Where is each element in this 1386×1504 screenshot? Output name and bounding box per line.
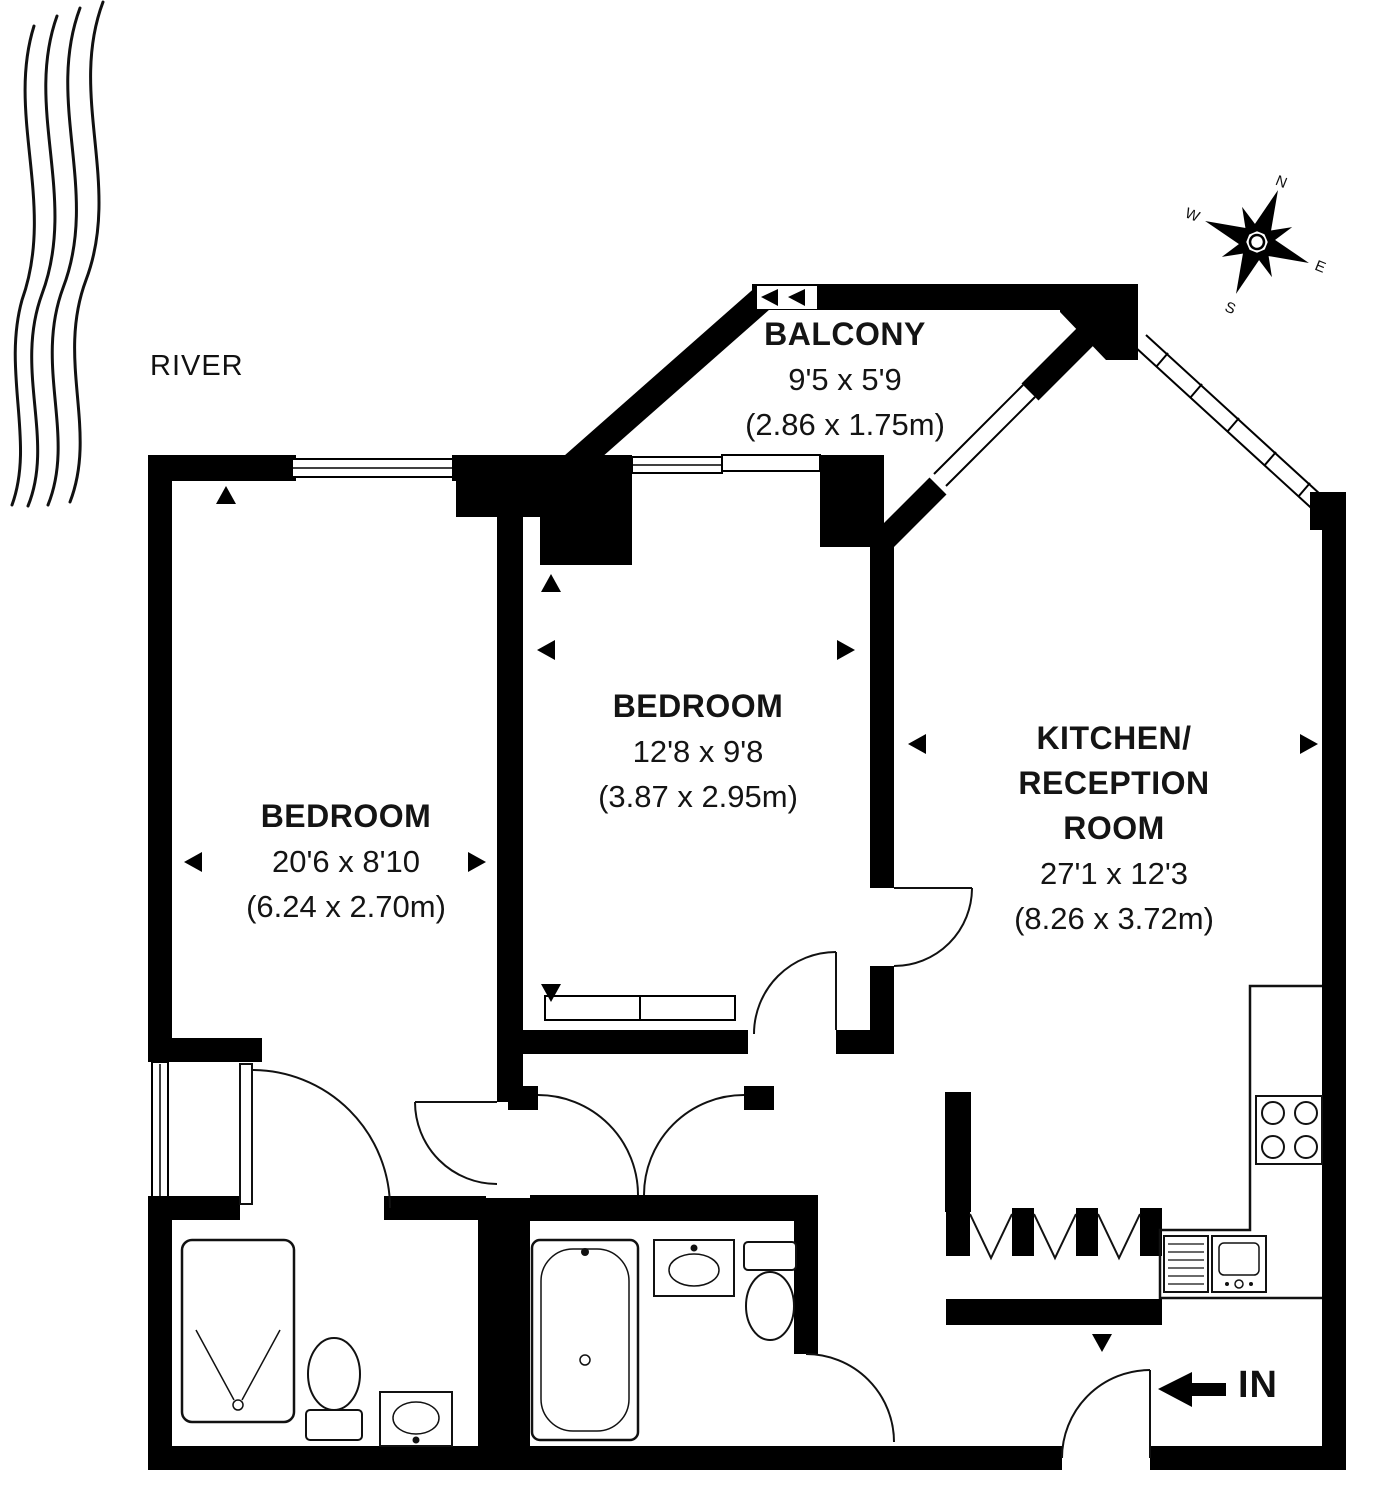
- room-name: BEDROOM: [260, 798, 432, 834]
- toilet-icon: [743, 1241, 797, 1271]
- compass-east-label: E: [1312, 257, 1328, 277]
- room-name: BALCONY: [764, 316, 926, 352]
- stove-icon: [1255, 1095, 1323, 1165]
- walls: [148, 284, 1346, 1472]
- river-label: RIVER: [150, 350, 244, 382]
- bathtub-icon: [530, 1238, 640, 1442]
- compass-rose-icon: N E S W: [1183, 172, 1329, 319]
- river-waves-icon: [10, 0, 105, 508]
- room-dims-imperial: 20'6 x 8'10: [271, 844, 420, 879]
- shower-icon: [180, 1238, 296, 1424]
- room-dims-metric: (8.26 x 3.72m): [1014, 901, 1214, 936]
- room-dims-imperial: 12'8 x 9'8: [632, 734, 764, 769]
- entrance-label: IN: [1238, 1364, 1278, 1406]
- doors: [239, 887, 1151, 1459]
- room-name-line2: RECEPTION ROOM: [1018, 765, 1210, 846]
- room-dims-metric: (3.87 x 2.95m): [598, 779, 798, 814]
- appliance-icon: [1163, 1235, 1209, 1293]
- room-dims-imperial: 9'5 x 5'9: [788, 362, 902, 397]
- room-dims-imperial: 27'1 x 12'3: [1039, 856, 1188, 891]
- dimension-arrows: [184, 486, 1318, 1352]
- kitchen-fixtures: [1158, 984, 1323, 1300]
- kitchen-sink-icon: [1211, 1235, 1267, 1293]
- compass-north-label: N: [1273, 172, 1289, 192]
- room-label-balcony: BALCONY 9'5 x 5'9 (2.86 x 1.75m): [745, 312, 945, 447]
- room-dims-metric: (6.24 x 2.70m): [246, 889, 446, 924]
- toilet-icon: [305, 1409, 363, 1441]
- room-label-bedroom-left: BEDROOM 20'6 x 8'10 (6.24 x 2.70m): [246, 794, 446, 929]
- entrance-arrow-icon: [1158, 1372, 1226, 1407]
- compass-south-label: S: [1222, 299, 1238, 319]
- compass-west-label: W: [1183, 205, 1203, 226]
- room-name-line1: KITCHEN/: [1036, 720, 1192, 756]
- room-label-kitchen-reception: KITCHEN/ RECEPTION ROOM 27'1 x 12'3 (8.2…: [978, 716, 1250, 941]
- room-dims-metric: (2.86 x 1.75m): [745, 407, 945, 442]
- room-name: BEDROOM: [612, 688, 784, 724]
- room-label-bedroom-middle: BEDROOM 12'8 x 9'8 (3.87 x 2.95m): [598, 684, 798, 819]
- bathroom-fixtures: [180, 1238, 797, 1447]
